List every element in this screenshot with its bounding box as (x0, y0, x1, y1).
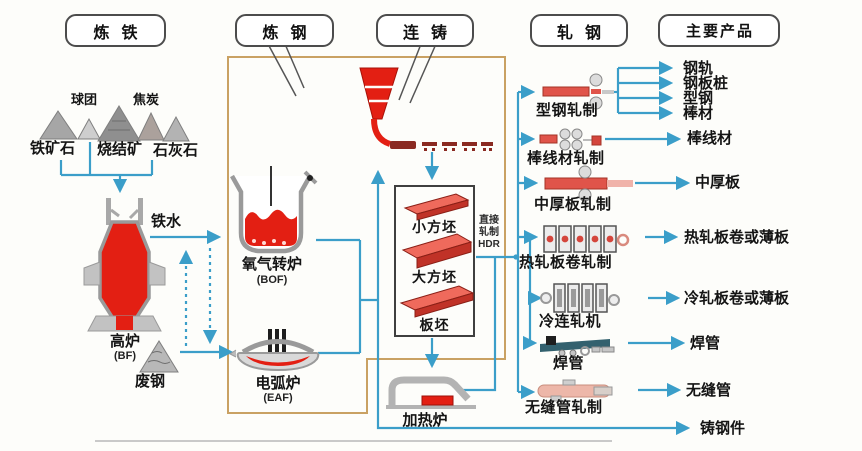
label-blast-furnace: 高炉 (109, 333, 140, 350)
product-seamless-pipe: 无缝管 (686, 382, 732, 399)
label-molten-iron: 铁水 (151, 213, 182, 230)
seamless-mill-icon (537, 379, 613, 402)
billet-box (394, 185, 475, 337)
product-bar-wire: 棒线材 (687, 130, 733, 147)
flow-lines (59, 60, 691, 436)
label-scrap-steel: 废钢 (135, 373, 166, 390)
label-mill-hot-strip: 热轧板卷轧制 (519, 254, 613, 271)
plate-mill-icon (544, 165, 633, 202)
section-mill-icon (542, 73, 614, 110)
hdr-line-3: HDR (478, 239, 500, 250)
label-sinter: 烧结矿 (97, 141, 143, 158)
leader-lines (267, 43, 437, 104)
product-cast-steel-parts: 铸钢件 (700, 420, 746, 437)
label-reheating-furnace: 加热炉 (402, 412, 448, 429)
product-sheet-pile: 钢板桩 (683, 75, 729, 92)
stage-chip-casting: 连铸 (376, 14, 474, 47)
label-billet: 小方坯 (412, 219, 457, 235)
hot-strip-mill-icon (543, 225, 630, 253)
label-mill-welded-pipe: 焊管 (553, 355, 585, 372)
reheating-furnace-icon (386, 376, 476, 409)
label-iron-ore: 铁矿石 (30, 140, 76, 157)
product-hot-coil: 热轧板卷或薄板 (684, 229, 790, 246)
label-pellet: 球团 (71, 92, 98, 107)
cold-mill-icon (540, 283, 620, 313)
product-cold-coil: 冷轧板卷或薄板 (684, 290, 790, 307)
label-mill-section: 型钢轧制 (536, 102, 599, 119)
label-limestone: 石灰石 (153, 142, 199, 159)
bof-icon (230, 166, 318, 254)
label-mill-plate: 中厚板轧制 (534, 196, 612, 213)
product-welded-pipe: 焊管 (690, 335, 721, 352)
eaf-icon (229, 329, 320, 372)
stage-chip-ironmaking: 炼铁 (65, 14, 166, 47)
stage-chip-steelmaking: 炼钢 (235, 14, 334, 47)
welded-pipe-mill-icon (540, 336, 615, 357)
product-medium-plate: 中厚板 (695, 174, 741, 191)
hdr-line-2: 轧制 (479, 227, 499, 238)
label-eaf: 电弧炉 (255, 375, 301, 392)
hdr-line-1: 直接 (479, 215, 499, 226)
bar-wire-mill-icon (539, 128, 602, 151)
label-eaf-abbr: (EAF) (263, 392, 293, 404)
product-rail: 钢轨 (683, 60, 714, 77)
steelmaking-casting-box (227, 56, 506, 414)
junction-dot (513, 254, 519, 260)
label-bof: 氧气转炉 (241, 256, 302, 273)
label-mill-bar-wire: 棒线材轧制 (527, 150, 605, 167)
label-blast-furnace-abbr: (BF) (114, 350, 136, 362)
stage-chip-rolling: 轧钢 (530, 14, 628, 47)
label-bof-abbr: (BOF) (256, 274, 288, 286)
label-bloom: 大方坯 (412, 269, 457, 285)
blast-furnace-icon (83, 198, 166, 332)
caster-icon (359, 67, 493, 151)
raw-material-piles-icon (39, 105, 190, 142)
label-slab: 板坯 (419, 317, 450, 333)
product-section-steel: 型钢 (683, 90, 714, 107)
label-hdr-direct-rolling: 直接 轧制 HDR (474, 215, 504, 251)
scrap-steel-icon (139, 340, 179, 373)
product-bar: 棒材 (683, 105, 714, 122)
label-coke: 焦炭 (133, 92, 160, 107)
label-mill-cold: 冷连轧机 (539, 313, 602, 330)
stage-chip-main-products: 主要产品 (658, 14, 780, 47)
label-mill-seamless: 无缝管轧制 (525, 399, 603, 416)
